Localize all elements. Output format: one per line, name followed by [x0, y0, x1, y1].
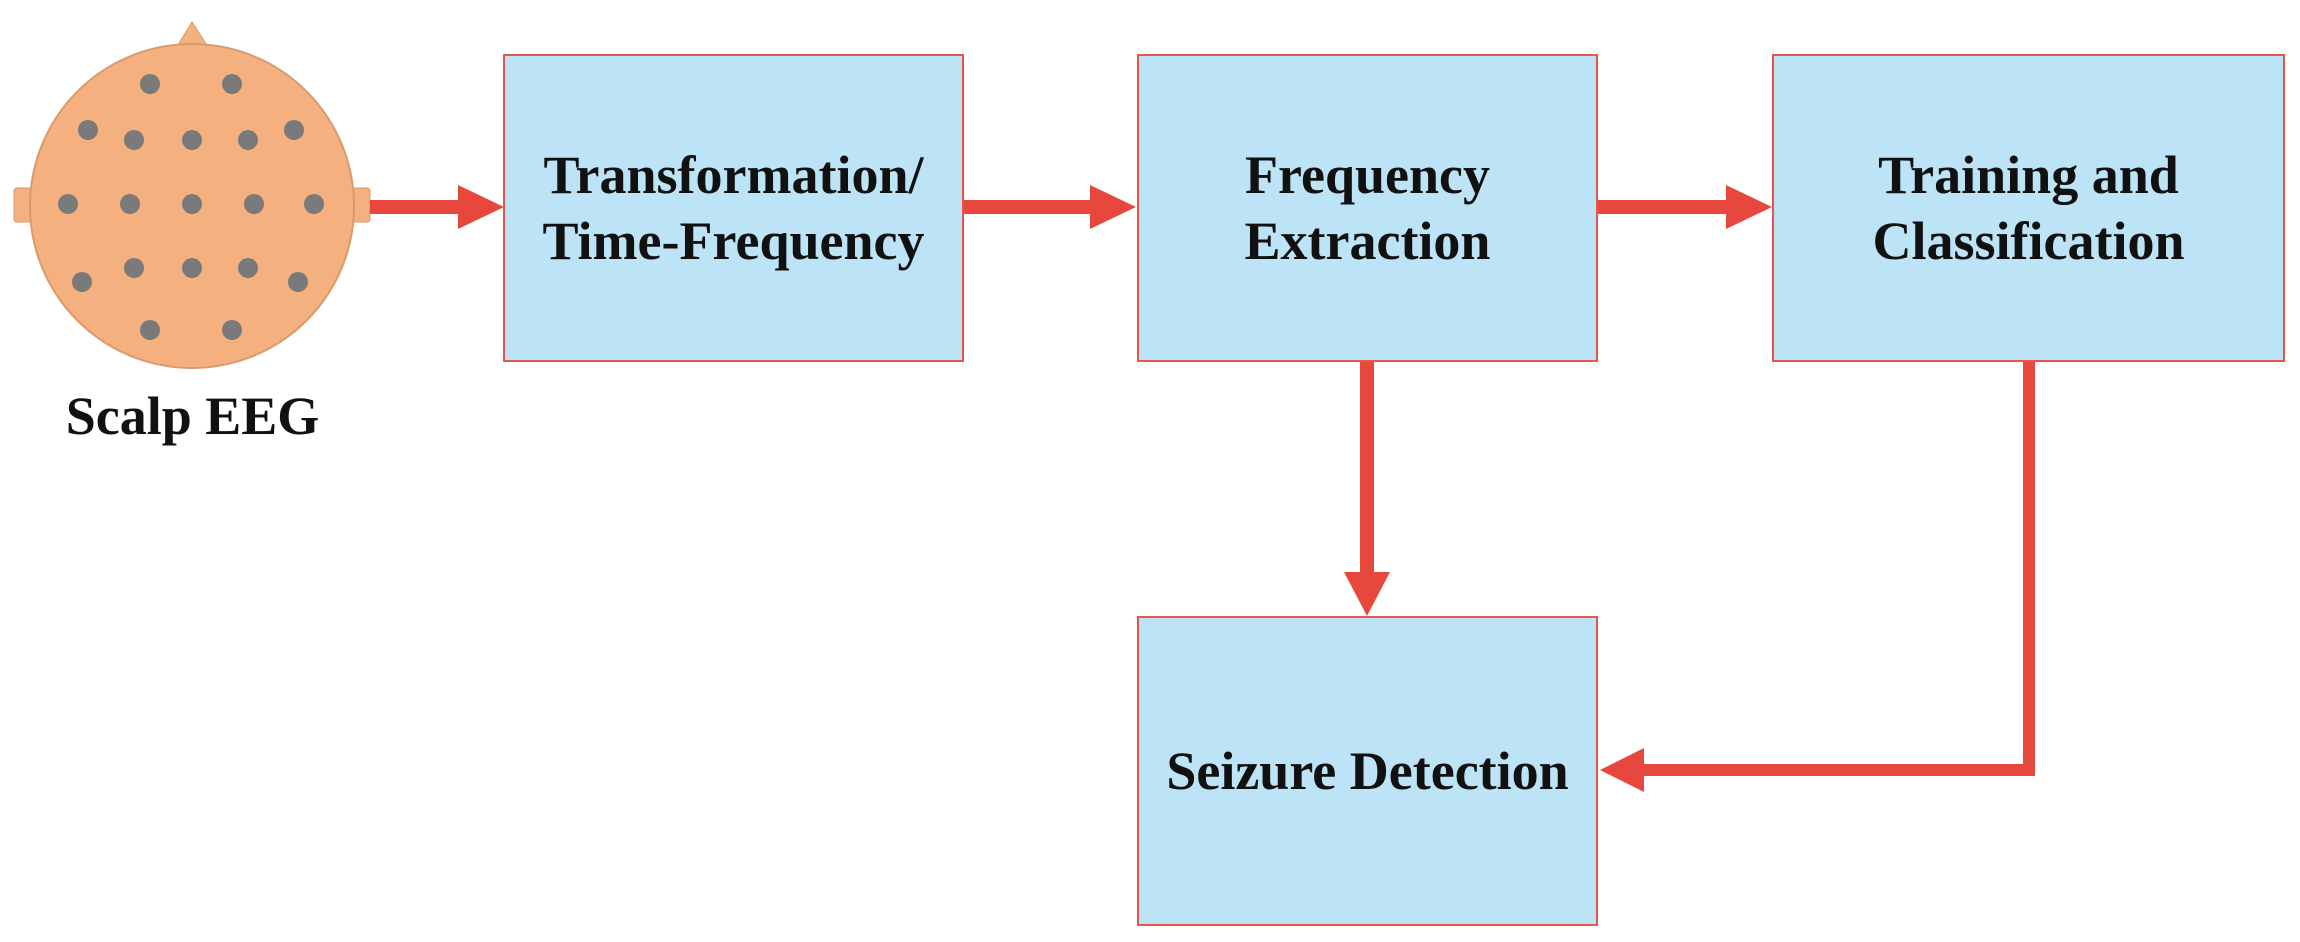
eeg-head-icon — [13, 21, 371, 369]
extraction-box: Frequency Extraction — [1137, 54, 1598, 362]
arrow-training-to-detection — [1600, 362, 2035, 792]
electrode-dots — [58, 74, 324, 340]
transform-label: Transformation/ Time-Frequency — [542, 145, 925, 271]
extraction-label: Frequency Extraction — [1244, 145, 1491, 271]
arrow-extraction-to-training — [1598, 185, 1772, 229]
arrow-eeg-to-transform — [370, 185, 504, 229]
detection-box: Seizure Detection — [1137, 616, 1598, 926]
arrow-extraction-to-detection — [1344, 362, 1390, 616]
training-box: Training and Classification — [1772, 54, 2285, 362]
training-label: Training and Classification — [1872, 145, 2185, 271]
transform-box: Transformation/ Time-Frequency — [503, 54, 964, 362]
arrow-transform-to-extraction — [964, 185, 1136, 229]
detection-label: Seizure Detection — [1166, 741, 1569, 801]
scalp-eeg-label: Scalp EEG — [65, 386, 320, 446]
